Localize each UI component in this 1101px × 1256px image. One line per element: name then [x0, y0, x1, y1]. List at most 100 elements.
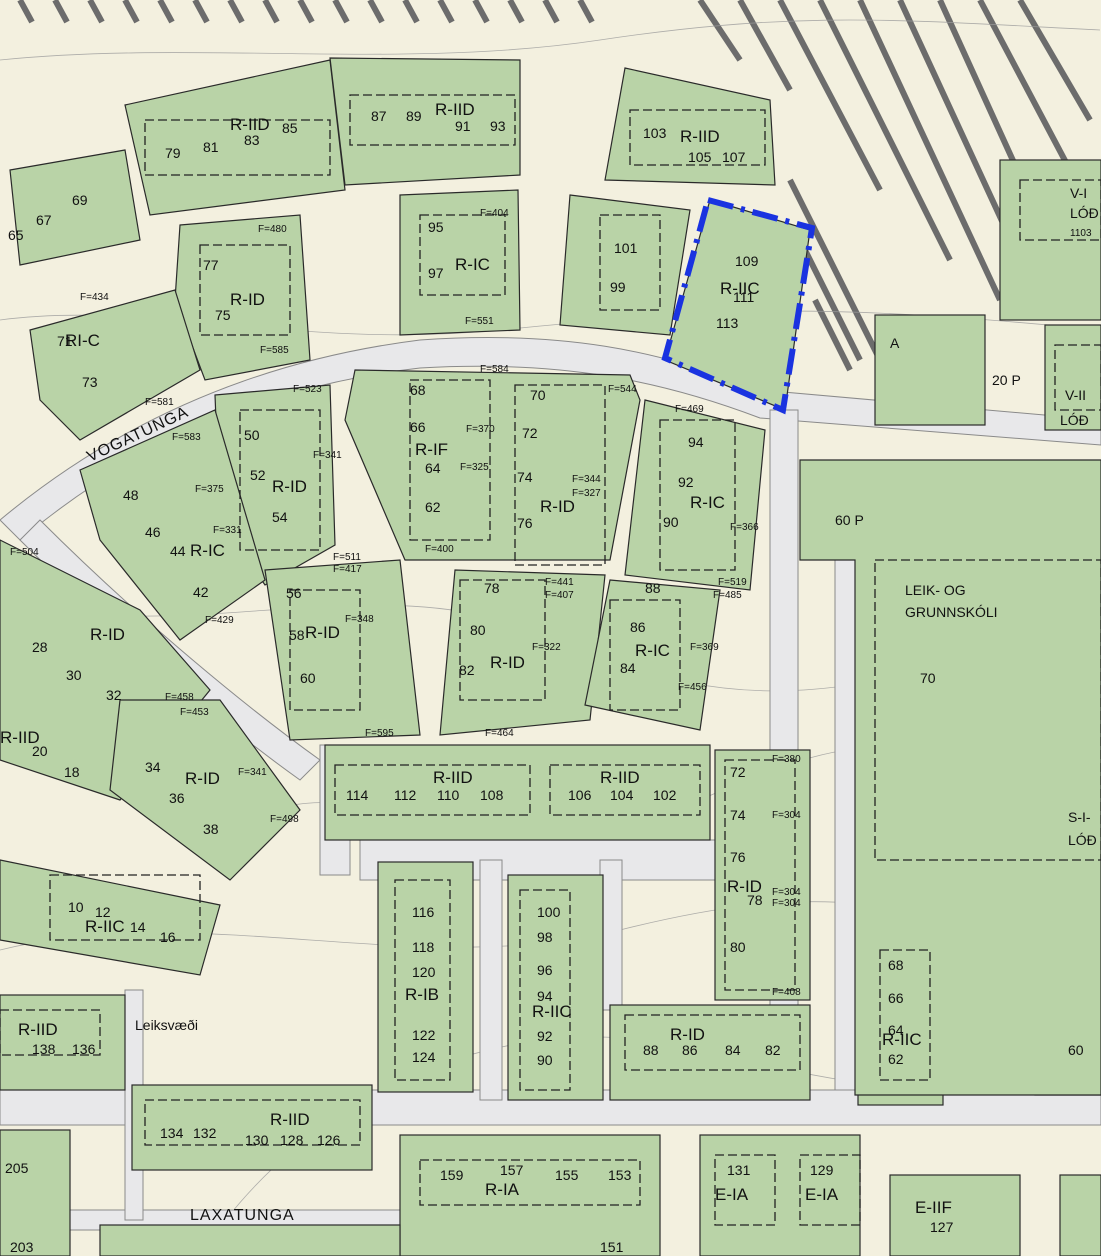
svg-text:F=325: F=325 — [460, 462, 489, 473]
svg-text:R-IB: R-IB — [405, 985, 439, 1004]
svg-text:42: 42 — [193, 584, 209, 600]
svg-text:79: 79 — [165, 145, 181, 161]
svg-text:F=348: F=348 — [345, 614, 374, 625]
svg-text:F=375: F=375 — [195, 484, 224, 495]
svg-text:F=380: F=380 — [772, 754, 801, 765]
svg-text:F=434: F=434 — [80, 292, 109, 303]
svg-text:E-IA: E-IA — [805, 1185, 839, 1204]
svg-text:134: 134 — [160, 1125, 184, 1141]
svg-text:96: 96 — [537, 962, 553, 978]
svg-text:F=417: F=417 — [333, 564, 362, 575]
svg-text:159: 159 — [440, 1167, 464, 1183]
label-school-number: 70 — [920, 670, 936, 686]
svg-text:93: 93 — [490, 118, 506, 134]
svg-text:R-ID: R-ID — [727, 877, 762, 896]
svg-text:R-IID: R-IID — [433, 768, 473, 787]
building-footprints — [0, 94, 1101, 1226]
svg-text:72: 72 — [522, 425, 538, 441]
label-1103: 1103 — [1070, 228, 1092, 239]
svg-text:132: 132 — [193, 1125, 217, 1141]
svg-text:F=408: F=408 — [772, 987, 801, 998]
svg-text:109: 109 — [735, 253, 759, 269]
svg-text:89: 89 — [406, 108, 422, 124]
svg-text:131: 131 — [727, 1162, 751, 1178]
svg-text:95: 95 — [428, 219, 444, 235]
svg-text:R-IID: R-IID — [600, 768, 640, 787]
svg-text:18: 18 — [64, 764, 80, 780]
svg-text:62: 62 — [425, 499, 441, 515]
svg-text:F=344: F=344 — [572, 474, 601, 485]
svg-text:68: 68 — [410, 382, 426, 398]
svg-text:75: 75 — [215, 307, 231, 323]
svg-text:F=304: F=304 — [772, 810, 801, 821]
svg-text:R-ID: R-ID — [670, 1025, 705, 1044]
svg-text:50: 50 — [244, 427, 260, 443]
svg-text:106: 106 — [568, 787, 592, 803]
svg-text:60: 60 — [1068, 1042, 1084, 1058]
svg-text:130: 130 — [245, 1132, 269, 1148]
svg-text:58: 58 — [289, 627, 305, 643]
highlighted-lot-outline[interactable] — [661, 196, 816, 415]
svg-text:44: 44 — [170, 543, 186, 559]
svg-text:F=453: F=453 — [180, 707, 209, 718]
svg-text:62: 62 — [888, 1051, 904, 1067]
svg-text:R-IF: R-IF — [415, 440, 448, 459]
label-a: A — [890, 335, 900, 351]
svg-text:R-IID: R-IID — [18, 1020, 58, 1039]
svg-text:R-IC: R-IC — [190, 541, 225, 560]
svg-text:67: 67 — [36, 212, 52, 228]
svg-text:R-IID: R-IID — [0, 728, 40, 747]
svg-text:F=519: F=519 — [718, 577, 747, 588]
svg-text:F=327: F=327 — [572, 488, 601, 499]
svg-text:E-IIF: E-IIF — [915, 1198, 952, 1217]
svg-text:R-IID: R-IID — [270, 1110, 310, 1129]
svg-text:F=595: F=595 — [365, 728, 394, 739]
svg-text:F=583: F=583 — [172, 432, 201, 443]
svg-text:R-ID: R-ID — [185, 769, 220, 788]
svg-text:105: 105 — [688, 149, 712, 165]
svg-text:F=585: F=585 — [260, 345, 289, 356]
svg-text:F=370: F=370 — [466, 424, 495, 435]
svg-text:124: 124 — [412, 1049, 436, 1065]
svg-text:91: 91 — [455, 118, 471, 134]
svg-text:203: 203 — [10, 1239, 34, 1255]
svg-text:74: 74 — [517, 469, 533, 485]
svg-text:74: 74 — [730, 807, 746, 823]
svg-text:F=404: F=404 — [480, 208, 509, 219]
svg-text:84: 84 — [620, 660, 636, 676]
svg-text:R-IID: R-IID — [435, 100, 475, 119]
svg-text:102: 102 — [653, 787, 677, 803]
svg-text:113: 113 — [716, 315, 739, 331]
svg-text:R-IID: R-IID — [230, 115, 270, 134]
svg-text:82: 82 — [459, 662, 475, 678]
svg-text:72: 72 — [730, 764, 746, 780]
svg-text:87: 87 — [371, 108, 387, 124]
svg-text:98: 98 — [537, 929, 553, 945]
svg-text:70: 70 — [530, 387, 546, 403]
svg-text:F=341: F=341 — [313, 450, 342, 461]
label-20p: 20 P — [992, 372, 1021, 388]
svg-text:F=544: F=544 — [608, 384, 637, 395]
svg-text:65: 65 — [8, 227, 24, 243]
svg-text:R-ID: R-ID — [540, 497, 575, 516]
svg-text:48: 48 — [123, 487, 139, 503]
svg-text:71: 71 — [57, 333, 73, 349]
svg-text:36: 36 — [169, 790, 185, 806]
svg-text:F=485: F=485 — [713, 590, 742, 601]
svg-text:16: 16 — [160, 929, 176, 945]
svg-text:77: 77 — [203, 257, 219, 273]
svg-text:R-IA: R-IA — [485, 1180, 520, 1199]
svg-text:78: 78 — [484, 580, 500, 596]
svg-text:114: 114 — [346, 787, 369, 803]
svg-text:54: 54 — [272, 509, 288, 525]
svg-text:F=584: F=584 — [480, 364, 509, 375]
svg-text:129: 129 — [810, 1162, 834, 1178]
svg-text:126: 126 — [317, 1132, 341, 1148]
label-v-i: V-I — [1070, 185, 1087, 201]
svg-text:30: 30 — [66, 667, 82, 683]
svg-text:90: 90 — [663, 514, 679, 530]
svg-text:155: 155 — [555, 1167, 579, 1183]
svg-text:83: 83 — [244, 132, 260, 148]
svg-text:14: 14 — [130, 919, 146, 935]
svg-text:F=551: F=551 — [465, 316, 494, 327]
